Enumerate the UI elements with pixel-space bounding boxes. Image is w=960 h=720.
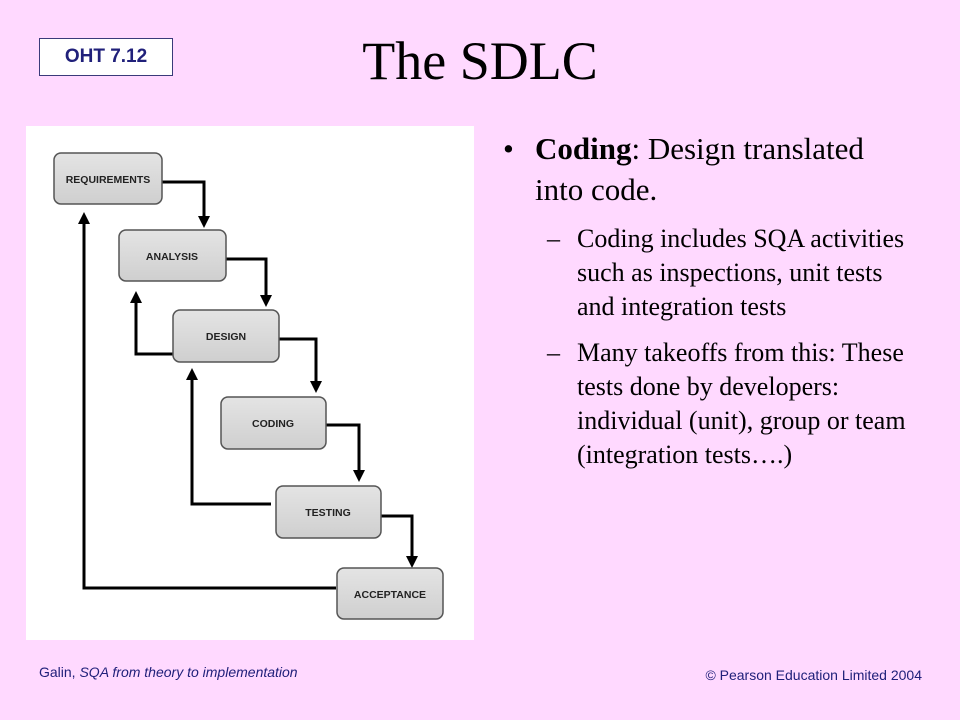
sub-bullet: – Many takeoffs from this: These tests d…: [497, 336, 917, 472]
footer-book-title: SQA from theory to implementation: [79, 664, 298, 680]
content-bullets: • Coding: Design translated into code. –…: [497, 128, 917, 472]
stage-requirements: REQUIREMENTS: [53, 152, 163, 205]
bullet-keyword: Coding: [535, 131, 632, 166]
feedback-arrows: [78, 212, 336, 590]
footer-author: Galin,: [39, 664, 80, 680]
stage-label: DESIGN: [206, 331, 246, 343]
stage-testing: TESTING: [275, 485, 382, 539]
waterfall-diagram: REQUIREMENTS ANALYSIS DESIGN CODING TEST…: [26, 126, 474, 640]
bullet-text: : Design translated into code.: [535, 131, 864, 207]
stage-label: ACCEPTANCE: [354, 589, 426, 601]
forward-arrows: [162, 180, 418, 568]
sub-bullet-text: Many takeoffs from this: These tests don…: [577, 338, 906, 469]
slide-title: The SDLC: [362, 31, 598, 91]
stage-coding: CODING: [220, 396, 327, 450]
stage-label: REQUIREMENTS: [66, 174, 151, 186]
stage-acceptance: ACCEPTANCE: [336, 567, 444, 620]
sub-bullet-dash: –: [547, 338, 560, 367]
stage-label: TESTING: [305, 507, 351, 519]
stage-design: DESIGN: [172, 309, 280, 363]
slide-number-badge: OHT 7.12: [39, 38, 173, 76]
sub-bullet: – Coding includes SQA activities such as…: [497, 222, 917, 324]
stage-label: ANALYSIS: [146, 251, 198, 263]
main-bullet: • Coding: Design translated into code.: [497, 128, 917, 210]
stage-analysis: ANALYSIS: [118, 229, 227, 282]
stage-label: CODING: [252, 418, 294, 430]
footer-citation: Galin, SQA from theory to implementation: [39, 664, 298, 680]
sub-bullet-text: Coding includes SQA activities such as i…: [577, 224, 905, 321]
footer-copyright: © Pearson Education Limited 2004: [705, 667, 922, 683]
bullet-dot: •: [503, 131, 514, 166]
sub-bullet-dash: –: [547, 224, 560, 253]
